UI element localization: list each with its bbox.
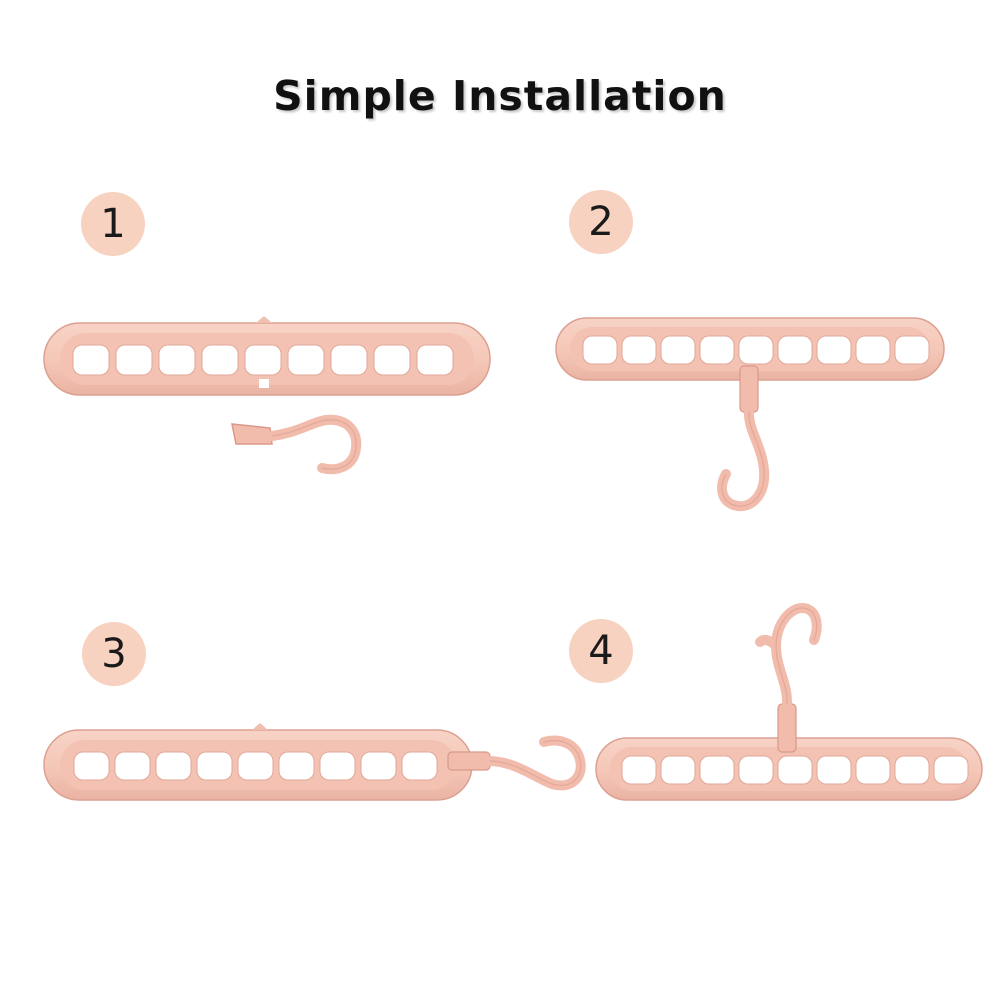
hanger-hole <box>855 755 891 785</box>
step-4-hook-icon <box>755 602 822 753</box>
step-2-number: 2 <box>588 199 614 245</box>
hanger-hole <box>699 335 735 365</box>
hanger-hole <box>416 344 454 376</box>
hanger-hole <box>237 751 274 781</box>
step-2-hook-icon <box>717 365 770 512</box>
step-1-badge: 1 <box>81 192 145 256</box>
hanger-hole <box>401 751 438 781</box>
step-3-hook-icon <box>447 735 586 791</box>
hanger-hole <box>621 335 657 365</box>
step-4-badge: 4 <box>569 619 633 683</box>
hanger-hole <box>621 755 657 785</box>
hanger-hole <box>278 751 315 781</box>
hanger-hole <box>582 335 618 365</box>
step-2-hanger-bar <box>555 317 945 381</box>
page-title: Simple Installation <box>273 72 727 120</box>
hanger-hole <box>319 751 356 781</box>
hanger-hole <box>330 344 368 376</box>
hanger-hole <box>738 755 774 785</box>
hanger-hole <box>894 755 930 785</box>
hanger-hole <box>201 344 239 376</box>
hanger-hole <box>73 751 110 781</box>
hanger-hole <box>155 751 192 781</box>
hanger-hole <box>196 751 233 781</box>
hanger-hole <box>777 335 813 365</box>
step-4-number: 4 <box>588 628 614 674</box>
step-1-number: 1 <box>100 201 126 247</box>
hanger-hole <box>855 335 891 365</box>
step-3-hanger-bar <box>43 723 473 801</box>
step-1-hanger-bar <box>43 316 491 396</box>
hanger-hole <box>933 755 969 785</box>
hanger-hole <box>699 755 735 785</box>
hanger-hole <box>738 335 774 365</box>
step-4-hanger-bar <box>595 737 983 801</box>
step-2-badge: 2 <box>569 190 633 254</box>
hanger-hole <box>115 344 153 376</box>
step-3-badge: 3 <box>82 622 146 686</box>
hanger-hole <box>287 344 325 376</box>
step-3-number: 3 <box>101 631 127 677</box>
hanger-hole <box>158 344 196 376</box>
hanger-hole <box>72 344 110 376</box>
hanger-hole <box>373 344 411 376</box>
hanger-hole <box>777 755 813 785</box>
hanger-hole <box>360 751 397 781</box>
hanger-hole <box>114 751 151 781</box>
hanger-hole <box>894 335 930 365</box>
hanger-hole <box>660 335 696 365</box>
hanger-hole <box>816 335 852 365</box>
hanger-hole <box>244 344 282 376</box>
step-1-hook-icon <box>231 414 362 475</box>
hanger-hole <box>816 755 852 785</box>
hanger-hole <box>660 755 696 785</box>
